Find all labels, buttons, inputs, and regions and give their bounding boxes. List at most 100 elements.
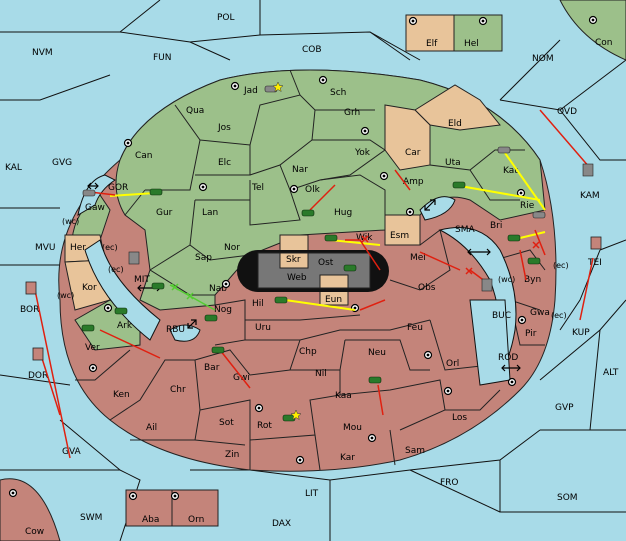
svg-text:Nab: Nab <box>209 284 227 294</box>
svg-text:Gwa: Gwa <box>530 308 550 318</box>
label-tei: TEI <box>587 258 602 268</box>
label-mvu: MVU <box>35 243 56 253</box>
svg-text:Qua: Qua <box>186 106 204 116</box>
svg-text:Uru: Uru <box>255 323 271 333</box>
svg-text:Grh: Grh <box>344 108 360 118</box>
svg-text:Elf: Elf <box>426 39 438 49</box>
label-bor: BOR <box>20 305 39 315</box>
sea-labels: POL NVM FUN COB NOM Con OVD KAL GVG MVU … <box>5 13 619 537</box>
label-kam: KAM <box>580 191 600 201</box>
label-gor: GOR <box>108 183 128 193</box>
sea-gor <box>77 174 116 216</box>
svg-text:Zin: Zin <box>225 450 239 460</box>
svg-text:Bri: Bri <box>490 221 502 231</box>
svg-text:Neu: Neu <box>368 348 386 358</box>
svg-text:Gaw: Gaw <box>85 203 105 213</box>
label-som: SOM <box>557 493 578 503</box>
svg-text:Obs: Obs <box>418 283 436 293</box>
label-dax: DAX <box>272 519 291 529</box>
channel-arrows <box>87 182 521 372</box>
label-fro: FRO <box>440 478 459 488</box>
svg-text:Kat: Kat <box>503 166 518 176</box>
svg-text:Nor: Nor <box>224 243 240 253</box>
svg-text:Kaa: Kaa <box>335 391 352 401</box>
label-lit: LIT <box>305 489 319 499</box>
svg-text:Elc: Elc <box>218 158 231 168</box>
svg-text:Los: Los <box>452 413 467 423</box>
svg-text:Ark: Ark <box>117 321 133 331</box>
svg-text:Nar: Nar <box>292 165 308 175</box>
svg-text:Rot: Rot <box>257 421 272 431</box>
label-rod: ROD <box>498 353 518 363</box>
svg-text:Ail: Ail <box>146 423 157 433</box>
move-cuts <box>361 235 540 275</box>
sea-rbu <box>169 324 201 342</box>
svg-text:Mel: Mel <box>410 253 426 263</box>
region-orn[interactable] <box>171 489 219 527</box>
supply-centers <box>8 15 598 501</box>
svg-text:(wc): (wc) <box>62 217 79 226</box>
svg-text:Sot: Sot <box>219 418 234 428</box>
label-kal: KAL <box>5 163 22 173</box>
svg-text:Hel: Hel <box>464 39 479 49</box>
label-fun: FUN <box>153 53 172 63</box>
svg-text:(ec): (ec) <box>553 261 569 270</box>
label-pol: POL <box>217 13 235 23</box>
moves-green <box>109 152 546 311</box>
label-sma: SMA <box>455 225 475 235</box>
svg-text:(ec): (ec) <box>108 265 124 274</box>
svg-text:(wc): (wc) <box>57 291 74 300</box>
units-red-fleets <box>25 236 602 361</box>
svg-text:Gur: Gur <box>156 208 173 218</box>
svg-text:Yok: Yok <box>354 148 371 158</box>
label-kup: KUP <box>572 328 590 338</box>
svg-text:Olk: Olk <box>305 185 321 195</box>
svg-text:(wc): (wc) <box>498 275 515 284</box>
svg-text:Byn: Byn <box>524 275 541 285</box>
svg-text:Hil: Hil <box>252 299 264 309</box>
region-hel[interactable] <box>453 14 503 52</box>
svg-text:Pir: Pir <box>525 329 537 339</box>
svg-text:Orn: Orn <box>188 515 204 525</box>
units-fleets <box>82 85 594 292</box>
label-nvm: NVM <box>32 48 53 58</box>
label-nom: NOM <box>532 54 554 64</box>
svg-text:Feu: Feu <box>407 323 423 333</box>
label-ovd: OVD <box>557 107 577 117</box>
label-gva: GVA <box>62 447 82 457</box>
label-swm: SWM <box>80 513 102 523</box>
green-labels: Jad Sch Qua Jos Grh Can Elc Nar Yok Tel … <box>85 39 535 331</box>
svg-text:(ec): (ec) <box>551 311 567 320</box>
tan-labels: Elf Eld Car Esm Her Kor Skr Eun Web Ost <box>70 39 462 305</box>
region-aba[interactable] <box>125 489 173 527</box>
svg-text:Skr: Skr <box>286 255 301 265</box>
svg-text:Eun: Eun <box>325 295 342 305</box>
svg-text:Rie: Rie <box>520 201 535 211</box>
svg-text:Ver: Ver <box>85 343 100 353</box>
svg-text:Car: Car <box>405 148 421 158</box>
svg-text:Nil: Nil <box>315 369 327 379</box>
svg-text:Chr: Chr <box>170 385 186 395</box>
svg-text:Sam: Sam <box>405 446 425 456</box>
label-mit: MIT <box>134 275 150 285</box>
svg-text:Tel: Tel <box>251 183 264 193</box>
svg-text:Ken: Ken <box>113 390 130 400</box>
svg-text:Sap: Sap <box>195 253 212 263</box>
label-cow: Cow <box>25 527 44 537</box>
svg-text:Orl: Orl <box>446 359 459 369</box>
svg-text:Sch: Sch <box>330 88 346 98</box>
move-cuts-green <box>171 283 194 300</box>
sea-mit <box>84 239 161 341</box>
svg-text:Hug: Hug <box>334 208 352 218</box>
region-con[interactable] <box>559 0 626 61</box>
svg-text:Jos: Jos <box>217 123 231 133</box>
label-alt: ALT <box>603 368 619 378</box>
label-gvg: GVG <box>52 158 72 168</box>
svg-text:Web: Web <box>287 273 307 283</box>
svg-text:(ec): (ec) <box>102 243 118 252</box>
label-buc: BUC <box>492 311 511 321</box>
svg-text:Nog: Nog <box>214 305 232 315</box>
red-labels: Amp Wik Mel Obs Bri Byn Gwa Pir Hil Uru … <box>85 177 550 525</box>
